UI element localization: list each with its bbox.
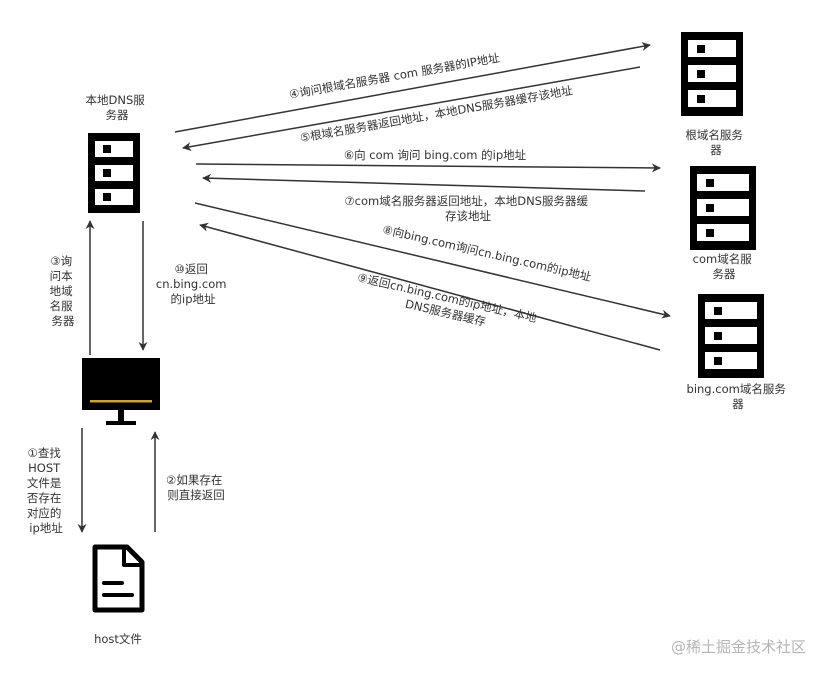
root-dns-label-line: 器 xyxy=(710,143,722,157)
bing-dns-label-line: 器 xyxy=(732,397,744,411)
step-1-label-line: ①查找 xyxy=(28,446,62,460)
step-6-label: ⑥向 com 询问 bing.com 的ip地址 xyxy=(344,148,527,162)
step-1-label-line: 对应的 xyxy=(27,506,62,520)
step-3-label-line: ③询 xyxy=(50,254,72,268)
step-2-label: ②如果存在 则直接返回 xyxy=(166,473,226,502)
computer-monitor-icon xyxy=(82,358,160,425)
host-file-label: host文件 xyxy=(94,632,142,646)
step-1-label-line: HOST xyxy=(28,461,61,475)
step-1-label-line: 文件是 xyxy=(27,476,62,490)
local-dns-label-line: 本地DNS服 xyxy=(86,93,146,107)
bing-dns-label: bing.com域名服务 器 xyxy=(687,382,790,411)
host-file-icon xyxy=(92,544,145,613)
step-8-label-line: ⑧向bing.com询问cn.bing.com的ip地址 xyxy=(381,222,593,284)
arrow-step-6 xyxy=(195,163,661,173)
step-1-label: ①查找 HOST 文件是 否存在 对应的 ip地址 xyxy=(27,446,65,535)
arrow-step-9 xyxy=(199,222,661,351)
step-2-label-line: 则直接返回 xyxy=(167,488,225,502)
step-10-label: ⑩返回 cn.bing.com 的ip地址 xyxy=(156,262,230,306)
com-dns-label-line: com域名服 xyxy=(693,252,753,266)
arrows xyxy=(77,42,671,533)
com-dns-label: com域名服 务器 xyxy=(693,252,756,281)
step-1-label-line: 否存在 xyxy=(27,491,62,505)
local-dns-label-line: 务器 xyxy=(106,108,129,122)
step-6-label-line: ⑥向 com 询问 bing.com 的ip地址 xyxy=(344,148,527,162)
root-dns-label-line: 根域名服务 xyxy=(685,128,743,142)
step-10-label-line: ⑩返回 xyxy=(175,262,208,276)
step-3-label-line: 务器 xyxy=(52,314,75,328)
step-3-label-line: 问本 xyxy=(50,269,73,283)
step-7-label-line: 存该地址 xyxy=(445,209,491,223)
local-dns-label: 本地DNS服 务器 xyxy=(86,93,149,122)
arrow-step-7 xyxy=(202,173,646,192)
step-10-label-line: cn.bing.com xyxy=(156,277,227,291)
step-7-label-line: ⑦com域名服务器返回地址，本地DNS服务器缓 xyxy=(344,194,588,208)
watermark: @稀土掘金技术社区 xyxy=(671,638,806,656)
arrow-step-5 xyxy=(182,66,641,152)
com-dns-server-icon xyxy=(690,166,756,250)
bing-dns-server-icon xyxy=(698,294,764,378)
arrow-step-4 xyxy=(174,42,651,133)
root-dns-server-icon xyxy=(681,32,743,116)
com-dns-label-line: 务器 xyxy=(713,267,736,281)
step-2-label-line: ②如果存在 xyxy=(166,473,222,487)
root-dns-label: 根域名服务 器 xyxy=(685,128,746,157)
step-4-label-line: ④询问根域名服务器 com 服务器的IP地址 xyxy=(288,51,501,102)
step-9-label: ⑨返回cn.bing.com的ip地址，本地 DNS服务器缓存 xyxy=(353,270,542,340)
step-8-label: ⑧向bing.com询问cn.bing.com的ip地址 xyxy=(381,222,593,284)
bing-dns-label-line: bing.com域名服务 xyxy=(687,382,787,396)
step-4-label: ④询问根域名服务器 com 服务器的IP地址 xyxy=(288,51,501,102)
step-3-label-line: 地域 xyxy=(50,284,73,298)
host-file-label-line: host文件 xyxy=(94,632,142,646)
step-3-label: ③询 问本 地域 名服 务器 xyxy=(50,254,77,328)
step-7-label: ⑦com域名服务器返回地址，本地DNS服务器缓 存该地址 xyxy=(344,194,591,223)
step-10-label-line: 的ip地址 xyxy=(171,292,216,306)
step-3-label-line: 名服 xyxy=(50,299,73,313)
local-dns-server-icon xyxy=(88,133,140,213)
step-1-label-line: ip地址 xyxy=(29,521,63,535)
arrow-step-8 xyxy=(194,202,671,319)
